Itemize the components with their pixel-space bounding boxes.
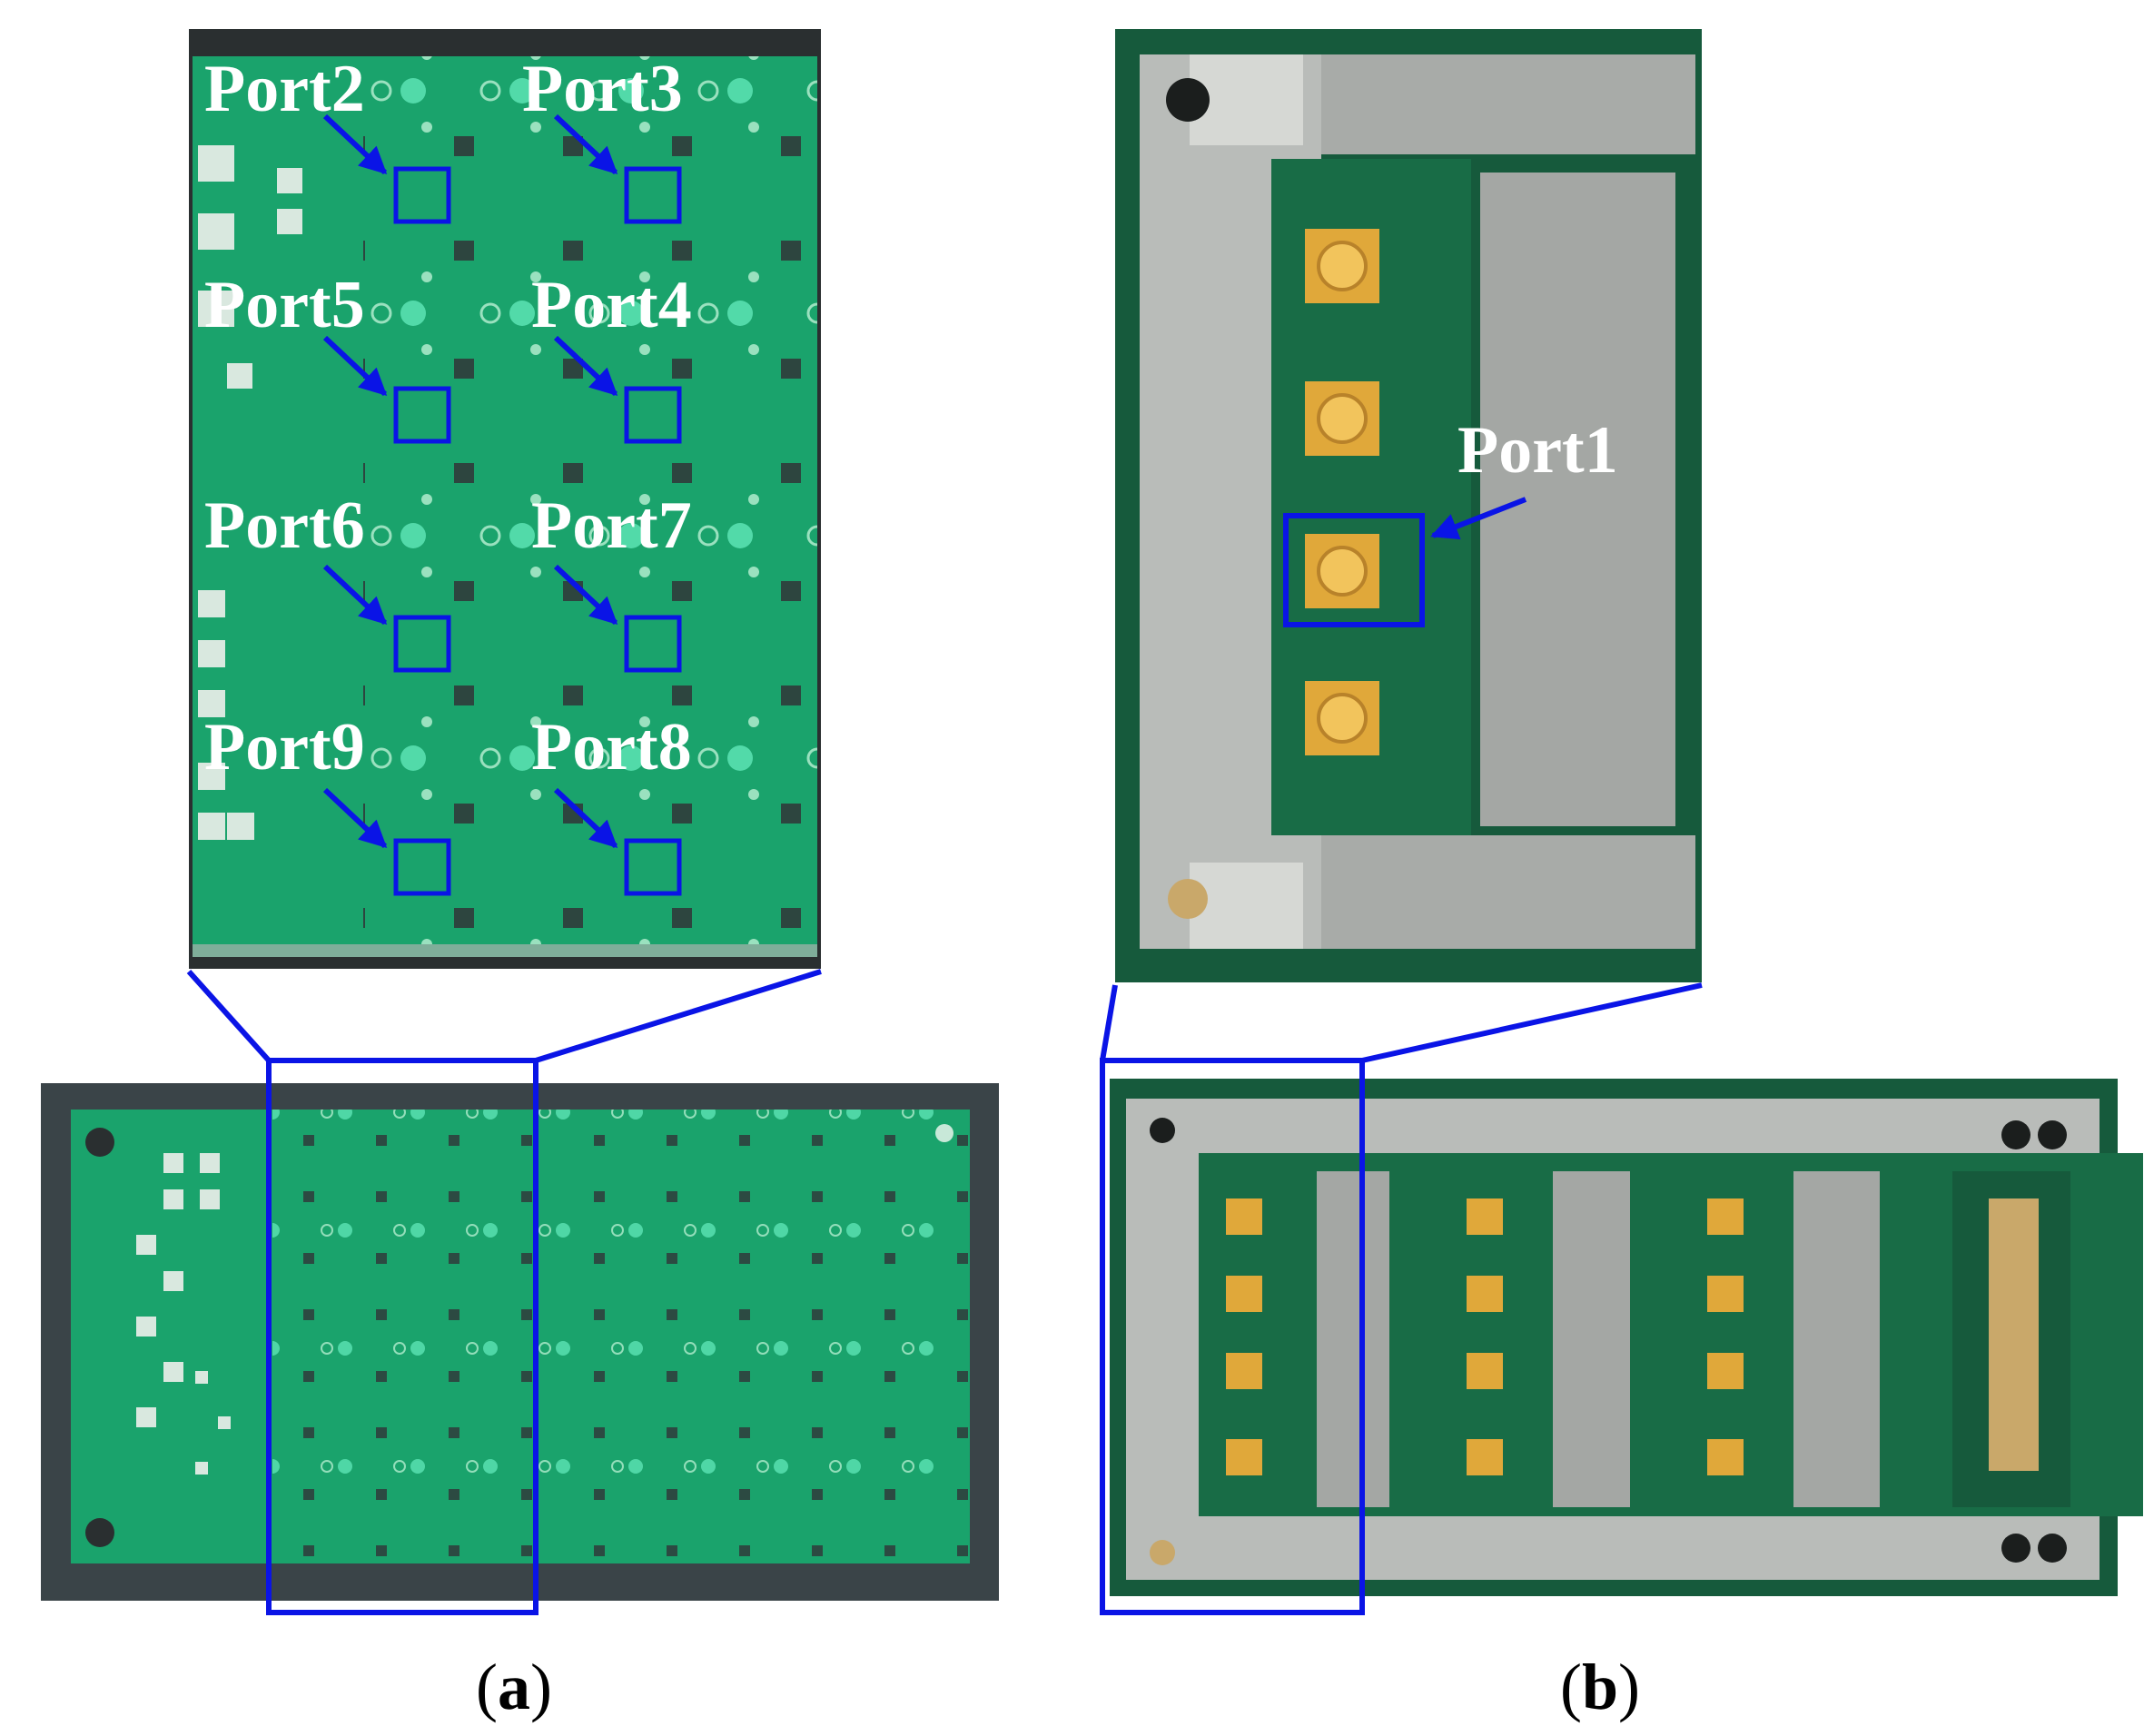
port2-box <box>393 166 451 224</box>
panel-a-zoom-lines <box>186 969 822 1063</box>
port3-label: Port3 <box>522 52 683 126</box>
port5-box <box>393 386 451 444</box>
port9-label: Port9 <box>204 710 365 784</box>
port4-label: Port4 <box>531 268 692 342</box>
panel-a-caption: (a) <box>476 1651 552 1723</box>
panel-b-zoom-lines <box>1100 982 1703 1063</box>
panel-b: Port1 <box>1100 29 2143 1723</box>
port1-box <box>1283 513 1425 627</box>
port2-label: Port2 <box>204 52 365 126</box>
port1-arrow <box>1430 497 1527 540</box>
port7-box <box>624 615 682 673</box>
port4-box <box>624 386 682 444</box>
panel-b-highlight-box <box>1100 1058 1365 1615</box>
panel-a: Port2 Port3 Port5 Port4 Port6 Port7 Port… <box>41 29 999 1723</box>
port7-label: Port7 <box>531 488 692 563</box>
port1-label: Port1 <box>1457 413 1618 488</box>
port8-box <box>624 838 682 896</box>
panel-a-arrows <box>322 113 618 849</box>
panel-a-zoom-photo <box>189 29 821 969</box>
port5-label: Port5 <box>204 268 365 342</box>
panel-a-highlight-box <box>266 1058 538 1615</box>
port6-label: Port6 <box>204 488 365 563</box>
port3-box <box>624 166 682 224</box>
panel-b-zoom-photo <box>1115 29 1702 982</box>
panel-b-connectors <box>1305 229 1379 755</box>
panel-a-board-photo <box>41 1083 999 1601</box>
port8-label: Port8 <box>531 710 692 784</box>
port9-box <box>393 838 451 896</box>
panel-b-board-photo <box>1110 1079 2143 1596</box>
panel-a-port-boxes <box>393 166 682 896</box>
panel-b-caption: (b) <box>1560 1651 1640 1723</box>
port6-box <box>393 615 451 673</box>
